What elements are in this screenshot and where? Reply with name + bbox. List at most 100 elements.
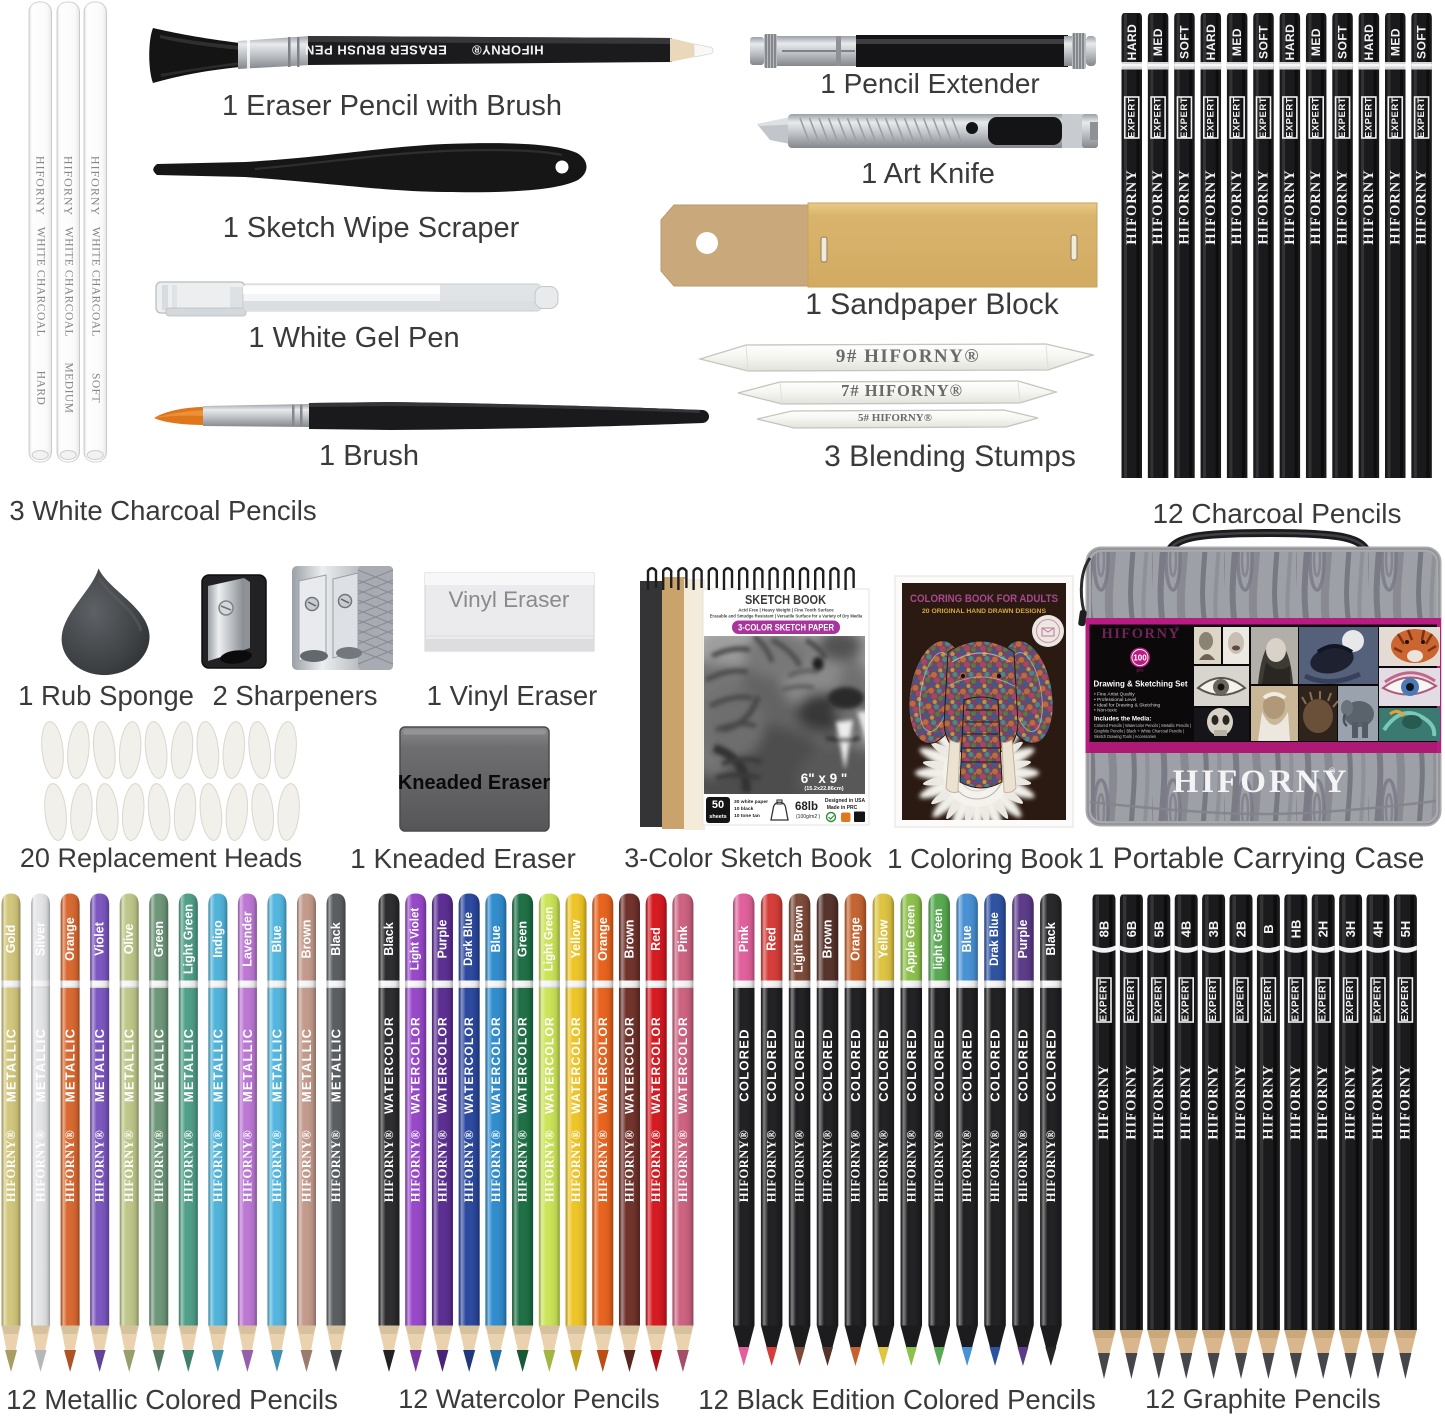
svg-text:WATERCOLOR: WATERCOLOR bbox=[435, 1016, 449, 1114]
svg-text:HIFORNY®: HIFORNY® bbox=[876, 1130, 890, 1202]
svg-text:Light Green: Light Green bbox=[181, 904, 195, 974]
svg-text:HIFORNY: HIFORNY bbox=[1315, 1064, 1331, 1139]
svg-text:HIFORNY®: HIFORNY® bbox=[676, 1130, 690, 1202]
svg-text:Gold: Gold bbox=[4, 925, 18, 953]
svg-text:HIFORNY: HIFORNY bbox=[1282, 169, 1298, 244]
svg-text:Blue: Blue bbox=[489, 925, 503, 952]
svg-text:EXPERT: EXPERT bbox=[1181, 978, 1192, 1021]
svg-text:HIFORNY®: HIFORNY® bbox=[122, 1130, 136, 1202]
svg-text:HIFORNY: HIFORNY bbox=[1397, 1064, 1413, 1139]
svg-text:Olive: Olive bbox=[122, 924, 136, 955]
svg-text:• Ideal for Drawing & Sketchin: • Ideal for Drawing & Sketching bbox=[1094, 702, 1161, 708]
svg-text:WATERCOLOR: WATERCOLOR bbox=[596, 1016, 610, 1114]
svg-text:HIFORNY: HIFORNY bbox=[1335, 169, 1351, 244]
svg-text:light Green: light Green bbox=[933, 909, 945, 970]
svg-text:COLORED: COLORED bbox=[736, 1028, 751, 1101]
svg-text:METALLIC: METALLIC bbox=[63, 1028, 78, 1102]
svg-text:HIFORNY®: HIFORNY® bbox=[1016, 1130, 1030, 1202]
svg-text:HIFORNY: HIFORNY bbox=[1178, 1064, 1194, 1139]
svg-text:Purple: Purple bbox=[1016, 920, 1030, 959]
svg-text:COLORED: COLORED bbox=[1015, 1028, 1030, 1101]
svg-text:Indigo: Indigo bbox=[211, 920, 225, 958]
svg-text:HIFORNY: HIFORNY bbox=[1173, 764, 1350, 800]
svg-text:MED: MED bbox=[1151, 28, 1165, 56]
svg-text:Black: Black bbox=[329, 922, 343, 955]
svg-text:5H: 5H bbox=[1398, 921, 1413, 938]
svg-text:HIFORNY: HIFORNY bbox=[1370, 1064, 1386, 1139]
svg-text:MEDIUM: MEDIUM bbox=[63, 363, 75, 414]
svg-text:METALLIC: METALLIC bbox=[122, 1028, 137, 1102]
svg-text:Apple Green: Apple Green bbox=[905, 905, 917, 973]
svg-text:HARD: HARD bbox=[1362, 24, 1376, 61]
svg-text:Green: Green bbox=[152, 921, 166, 957]
svg-text:WATERCOLOR: WATERCOLOR bbox=[489, 1016, 503, 1114]
svg-text:COLORED: COLORED bbox=[792, 1028, 807, 1101]
svg-text:30 white paper: 30 white paper bbox=[734, 799, 768, 805]
svg-text:SOFT: SOFT bbox=[90, 373, 102, 403]
svg-text:(100g/m2 ): (100g/m2 ) bbox=[796, 814, 821, 820]
svg-text:®: ® bbox=[1329, 766, 1336, 776]
svg-text:Vinyl Eraser: Vinyl Eraser bbox=[449, 587, 570, 612]
svg-text:EXPERT: EXPERT bbox=[1311, 97, 1322, 138]
svg-text:HIFORNY®: HIFORNY® bbox=[932, 1130, 946, 1202]
svg-text:WATERCOLOR: WATERCOLOR bbox=[542, 1016, 556, 1114]
svg-text:WATERCOLOR: WATERCOLOR bbox=[382, 1016, 396, 1114]
svg-text:68lb: 68lb bbox=[795, 801, 818, 813]
svg-text:HIFORNY: HIFORNY bbox=[1150, 169, 1166, 244]
svg-text:HIFORNY®: HIFORNY® bbox=[821, 1130, 835, 1202]
svg-text:WHITE CHARCOAL: WHITE CHARCOAL bbox=[35, 227, 47, 337]
svg-text:HIFORNY: HIFORNY bbox=[1151, 1064, 1167, 1139]
svg-text:HIFORNY®: HIFORNY® bbox=[848, 1130, 862, 1202]
svg-text:HIFORNY: HIFORNY bbox=[1414, 169, 1430, 244]
svg-text:HIFORNY: HIFORNY bbox=[1288, 1064, 1304, 1139]
svg-text:Pink: Pink bbox=[737, 926, 751, 952]
svg-text:HIFORNY®: HIFORNY® bbox=[542, 1130, 556, 1202]
svg-text:Violet: Violet bbox=[93, 921, 107, 956]
svg-text:HIFORNY: HIFORNY bbox=[1229, 169, 1245, 244]
svg-text:MED: MED bbox=[1388, 28, 1402, 56]
svg-text:HIFORNY®: HIFORNY® bbox=[34, 1130, 48, 1202]
svg-text:4B: 4B bbox=[1179, 921, 1194, 938]
svg-text:Silver: Silver bbox=[34, 922, 48, 956]
svg-text:Yellow: Yellow bbox=[569, 919, 583, 958]
svg-text:EXPERT: EXPERT bbox=[1179, 97, 1190, 138]
svg-text:HIFORNY: HIFORNY bbox=[34, 156, 48, 216]
svg-text:HIFORNY: HIFORNY bbox=[1206, 1064, 1222, 1139]
svg-text:HIFORNY®: HIFORNY® bbox=[181, 1130, 195, 1202]
svg-text:Light Green: Light Green bbox=[543, 907, 555, 972]
svg-text:8B: 8B bbox=[1097, 921, 1112, 938]
svg-text:EXPERT: EXPERT bbox=[1337, 97, 1348, 138]
svg-text:EXPERT: EXPERT bbox=[1205, 97, 1216, 138]
svg-text:Pink: Pink bbox=[676, 926, 690, 952]
svg-text:EXPERT: EXPERT bbox=[1345, 978, 1356, 1021]
svg-text:HIFORNY: HIFORNY bbox=[1361, 169, 1377, 244]
svg-text:COLORED: COLORED bbox=[904, 1028, 919, 1101]
svg-text:METALLIC: METALLIC bbox=[92, 1028, 107, 1102]
svg-text:Drawing & Sketching Set: Drawing & Sketching Set bbox=[1094, 679, 1188, 689]
svg-text:Orange: Orange bbox=[848, 917, 862, 961]
svg-text:• Fine Artist Quality: • Fine Artist Quality bbox=[1094, 692, 1135, 698]
svg-text:METALLIC: METALLIC bbox=[329, 1028, 344, 1102]
svg-text:Includes the Media:: Includes the Media: bbox=[1094, 715, 1151, 722]
svg-text:COLORED: COLORED bbox=[932, 1028, 947, 1101]
svg-text:EXPERT: EXPERT bbox=[1390, 97, 1401, 138]
svg-text:Erasable and Smudge Resistant: Erasable and Smudge Resistant | Versatil… bbox=[710, 614, 863, 619]
svg-text:SOFT: SOFT bbox=[1415, 25, 1429, 59]
svg-text:Dark Blue: Dark Blue bbox=[463, 912, 475, 966]
svg-text:Light Brown: Light Brown bbox=[794, 905, 806, 972]
svg-text:EXPERT: EXPERT bbox=[1099, 978, 1110, 1021]
svg-text:6B: 6B bbox=[1124, 921, 1139, 938]
svg-text:HIFORNY: HIFORNY bbox=[1260, 1064, 1276, 1139]
svg-text:WATERCOLOR: WATERCOLOR bbox=[649, 1016, 663, 1114]
svg-text:COLORED: COLORED bbox=[1043, 1028, 1058, 1101]
svg-text:3-COLOR SKETCH PAPER: 3-COLOR SKETCH PAPER bbox=[738, 623, 835, 633]
svg-text:WATERCOLOR: WATERCOLOR bbox=[516, 1016, 530, 1114]
svg-text:METALLIC: METALLIC bbox=[33, 1028, 48, 1102]
svg-text:METALLIC: METALLIC bbox=[4, 1028, 19, 1102]
svg-text:HIFORNY®: HIFORNY® bbox=[1044, 1130, 1058, 1202]
svg-text:HIFORNY®: HIFORNY® bbox=[63, 1130, 77, 1202]
svg-text:HIFORNY®: HIFORNY® bbox=[435, 1130, 449, 1202]
svg-text:EXPERT: EXPERT bbox=[1258, 97, 1269, 138]
svg-text:Blue: Blue bbox=[960, 925, 974, 952]
svg-text:HIFORNY®: HIFORNY® bbox=[93, 1130, 107, 1202]
